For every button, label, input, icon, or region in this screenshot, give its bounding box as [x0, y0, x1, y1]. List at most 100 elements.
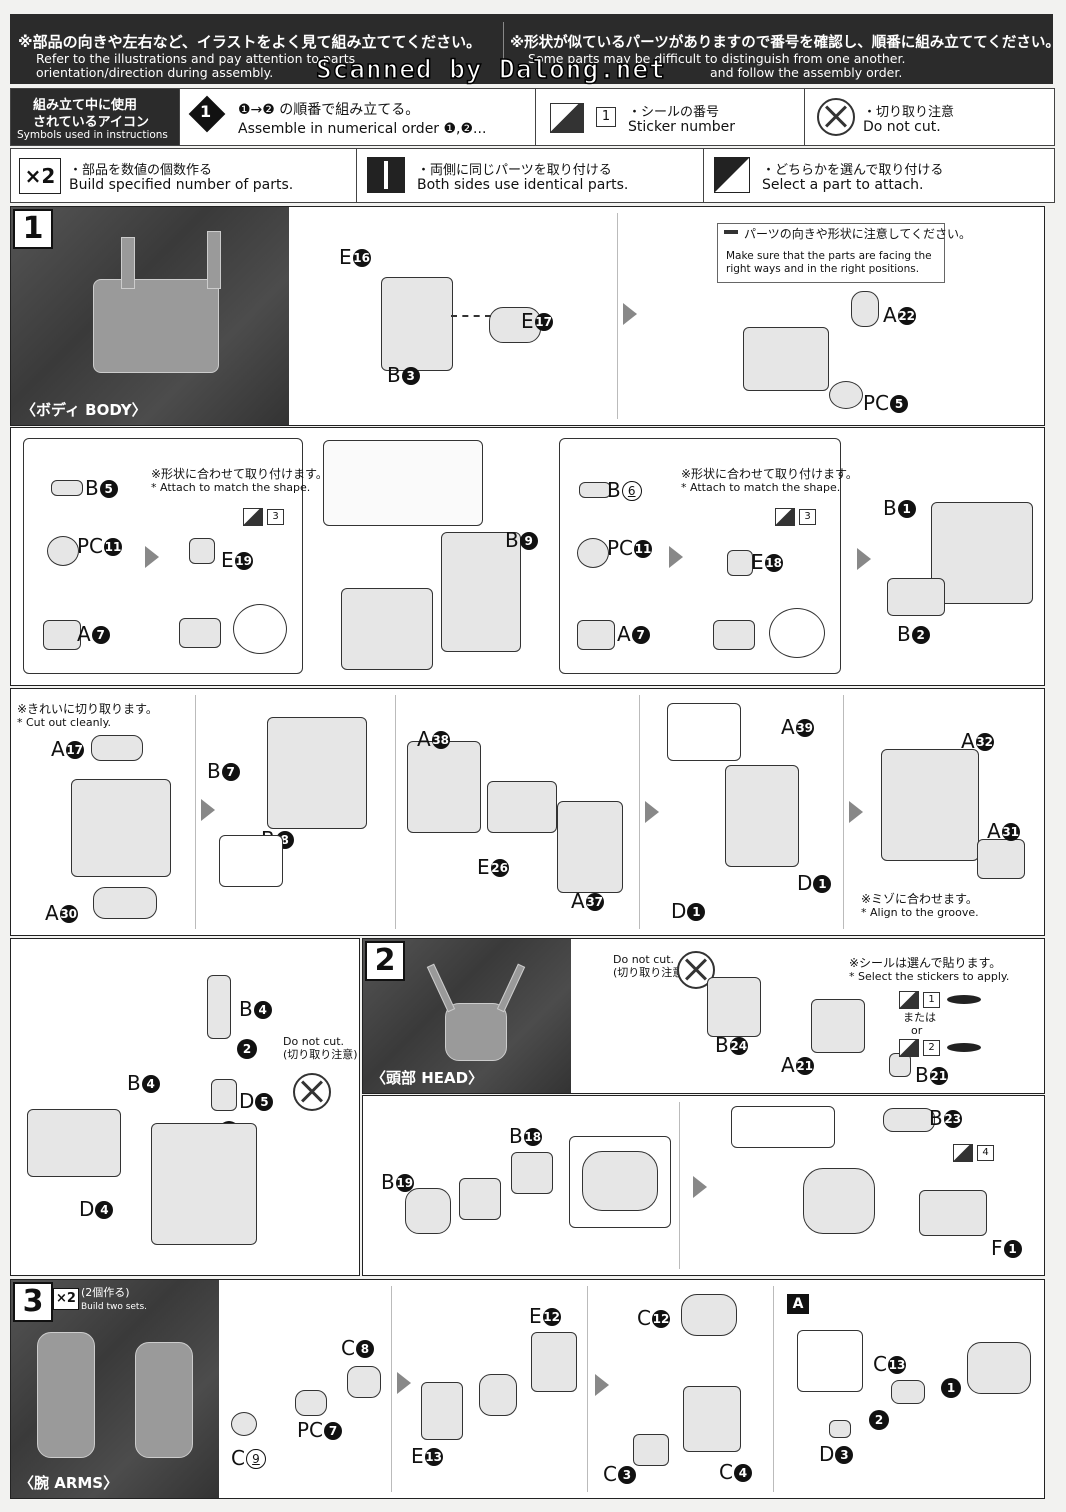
sticker-2-shape [947, 1043, 981, 1052]
sticker-number-box: 1 [596, 107, 616, 127]
part-e12-drawing [531, 1332, 577, 1392]
nocut-note-step1: Do not cut.(切り取り注意) [283, 1035, 358, 1061]
part-c12-drawing [681, 1294, 737, 1336]
head-silhouette [445, 1003, 507, 1061]
forearm-drawing [683, 1386, 741, 1452]
arms-photo: 〈腕 ARMS〉 [11, 1280, 219, 1498]
body-photo: 〈ボディ BODY〉 [11, 207, 289, 425]
sticker-3-icon-left [243, 508, 263, 526]
part-a7-drawing [43, 620, 81, 650]
part-d5-drawing [211, 1079, 237, 1111]
legend-select-en: Select a part to attach. [762, 177, 924, 193]
part-a37-drawing [557, 801, 623, 893]
part-d3-drawing [829, 1420, 851, 1438]
head-caption: 〈頭部 HEAD〉 [371, 1069, 484, 1087]
sticker-1-shape [947, 995, 981, 1004]
header-right-en2: and follow the assembly order. [710, 65, 903, 80]
detail-callout-left [233, 604, 287, 654]
part-b23-drawing [883, 1108, 935, 1132]
legend-order-jp: ❶→❷ の順番で組み立てる。 [238, 102, 420, 118]
body-caption: 〈ボディ BODY〉 [21, 401, 147, 419]
sticker-1-icon [899, 991, 919, 1009]
head-assembled-drawing [803, 1168, 875, 1234]
arm-right-silhouette [135, 1342, 193, 1458]
build-two-badge: ×2 [53, 1288, 79, 1310]
part-pc5-drawing [829, 381, 863, 409]
legend-build-en: Build specified number of parts. [69, 177, 294, 193]
part-pc7-drawing [295, 1390, 327, 1416]
legend-nocut: ・切り取り注意 Do not cut. [805, 89, 1053, 145]
part-b9-drawing [441, 532, 521, 652]
sticker-icon [550, 103, 584, 133]
backpack-drawing [27, 1109, 121, 1177]
select-sticker-note: ※シールは選んで貼ります。* Select the stickers to ap… [849, 956, 1010, 984]
legend-sticker-jp: ・シールの番号 [628, 105, 720, 120]
icon-legend-title: 組み立て中に使用 されているアイコン Symbols used in instr… [11, 89, 180, 145]
orientation-note-en1: Make sure that the parts are facing the [726, 250, 932, 262]
body-silhouette [93, 279, 219, 373]
part-a31-drawing [977, 839, 1025, 879]
step-1-number: 1 [13, 209, 53, 249]
antenna-detail-box [731, 1106, 835, 1148]
order-mark-2-hand: 2 [869, 1410, 889, 1430]
header-left-en1: Refer to the illustrations and pay atten… [36, 51, 356, 66]
legend-select-jp: ・どちらかを選んで取り付ける [762, 163, 944, 178]
sticker-4: 4 [977, 1145, 994, 1161]
arm-joint-drawing [479, 1374, 517, 1416]
header-left: ※部品の向きや左右など、イラストをよく見て組み立ててください。 Refer to… [18, 14, 508, 84]
sticker-4-icon [953, 1144, 973, 1162]
legend-both: ・両側に同じパーツを取り付ける Both sides use identical… [357, 149, 704, 202]
detail-callout-right [769, 608, 825, 658]
header-divider [503, 22, 504, 78]
order-diamond-num: 1 [200, 102, 212, 121]
backpack-preview [323, 440, 483, 526]
header-left-jp: ※部品の向きや左右など、イラストをよく見て組み立ててください。 [18, 33, 482, 51]
legend-build: ×2 ・部品を数値の個数作る Build specified number of… [11, 149, 357, 202]
part-e13-drawing [421, 1382, 463, 1440]
build-two-note: (2個作る)Build two sets. [81, 1286, 148, 1312]
do-not-cut-icon-step1 [293, 1073, 331, 1111]
order-mark-1-hand: 1 [941, 1378, 961, 1398]
body-subassembly-drawing [743, 327, 829, 391]
body-assembly-drawing [931, 502, 1033, 604]
header-right-en1: Some parts may be difficult to distingui… [528, 51, 906, 66]
part-c8-drawing [347, 1366, 381, 1398]
cut-clean-note: ※きれいに切り取ります。* Cut out cleanly. [17, 702, 158, 730]
part-b4-top-drawing [207, 975, 231, 1039]
do-not-cut-icon-step2 [677, 951, 715, 989]
legend-select: ・どちらかを選んで取り付ける Select a part to attach. [704, 149, 1053, 202]
part-a38-drawing [407, 741, 481, 833]
part-e19-drawing [189, 538, 215, 564]
